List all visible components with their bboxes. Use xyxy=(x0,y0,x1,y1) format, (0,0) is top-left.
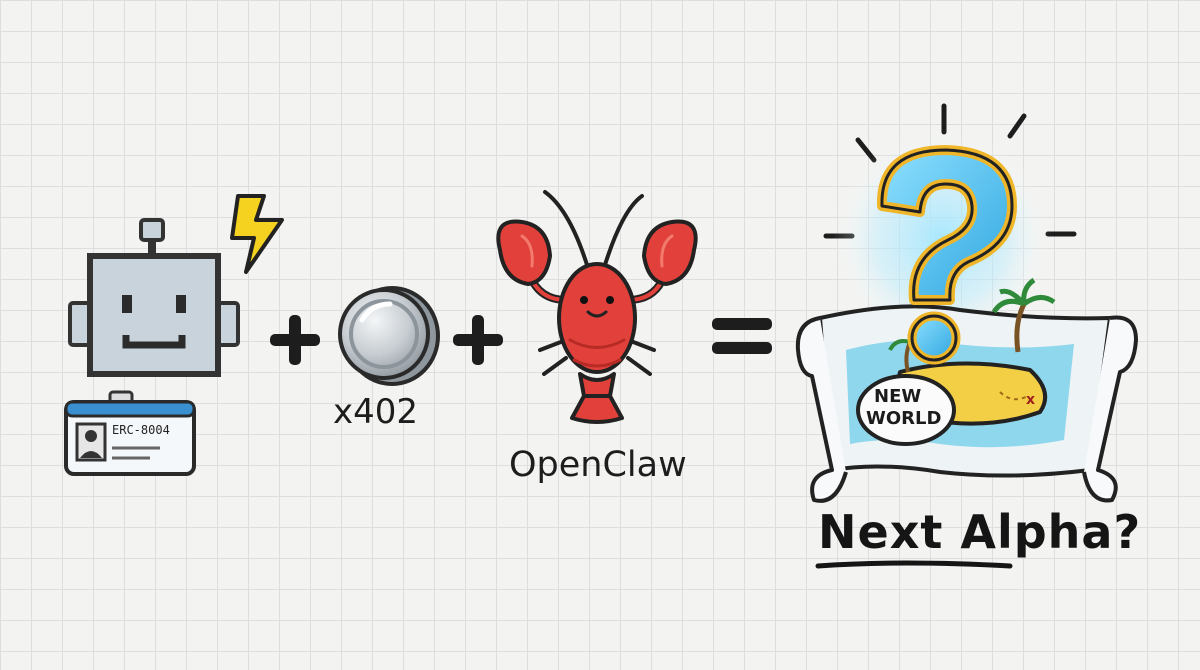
badge-text: ERC-8004 xyxy=(112,423,170,437)
headline-underline xyxy=(815,560,1013,569)
lobster-icon xyxy=(496,190,698,424)
question-mark-icon xyxy=(876,145,1017,365)
lobster-label: OpenClaw xyxy=(509,445,687,485)
plus-sign-2 xyxy=(453,315,503,365)
stamp-line-1: NEW xyxy=(874,386,922,407)
treasure-map-icon: x xyxy=(795,277,1138,503)
id-badge-icon xyxy=(64,390,196,476)
headline-text: Next Alpha? xyxy=(818,505,1142,559)
equals-sign xyxy=(712,318,772,354)
stamp-line-2: WORLD xyxy=(866,408,942,429)
svg-text:x: x xyxy=(1026,392,1035,408)
robot-icon xyxy=(68,218,240,377)
lightning-bolt-icon xyxy=(230,194,284,274)
new-world-stamp xyxy=(856,374,956,446)
coin-icon xyxy=(338,286,440,386)
coin-label: x402 xyxy=(333,392,419,432)
plus-sign-1 xyxy=(270,315,320,365)
